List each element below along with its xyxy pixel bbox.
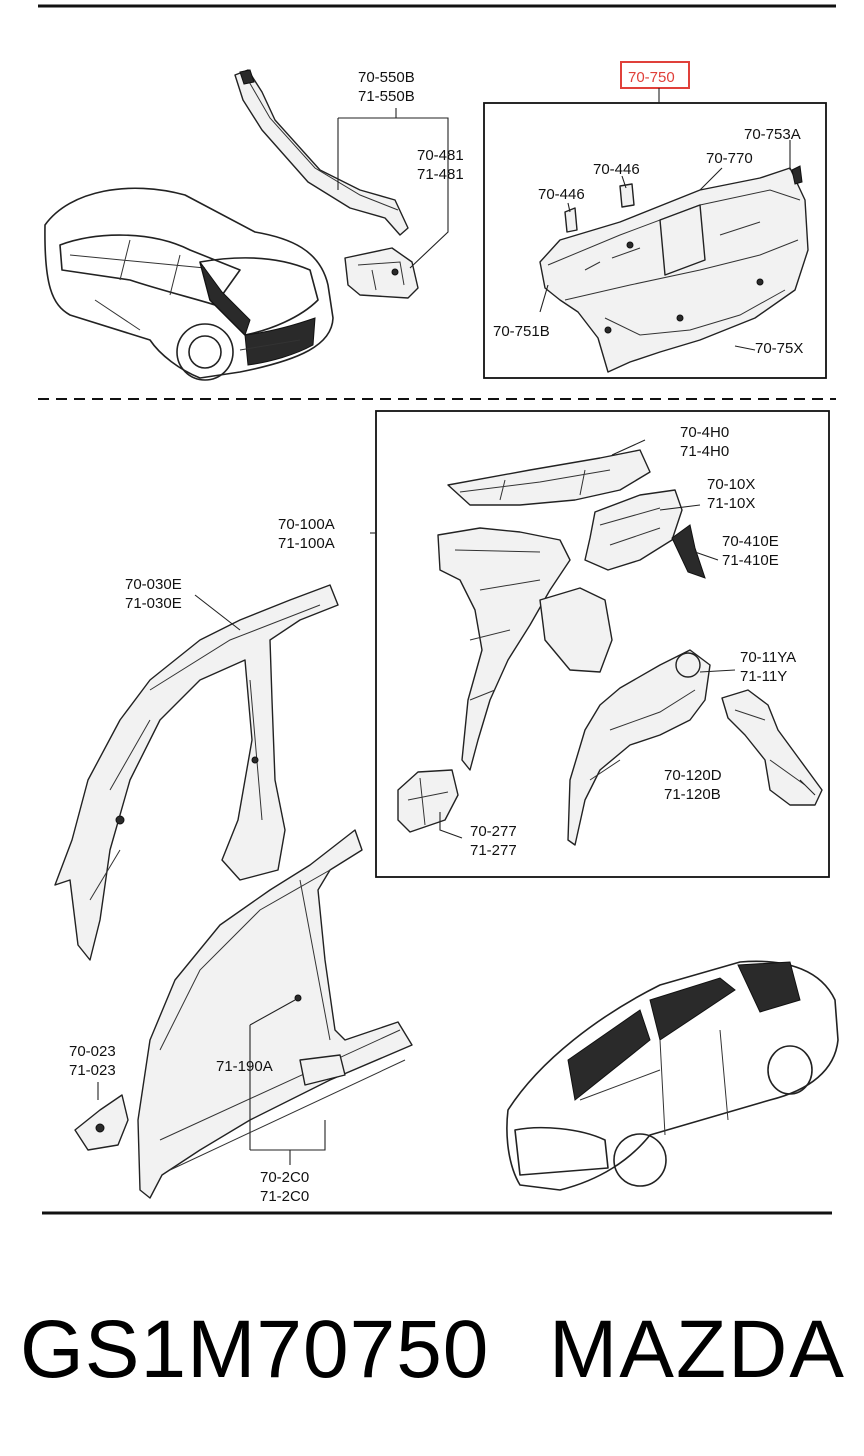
label-71-030e: 71-030E xyxy=(125,595,182,612)
label-70-100a: 70-100A xyxy=(278,516,335,533)
footer: GS1M70750 MAZDA xyxy=(0,1290,864,1410)
label-70-277: 70-277 xyxy=(470,823,517,840)
part-70-481-illustration xyxy=(344,247,419,299)
label-71-410e: 71-410E xyxy=(722,552,779,569)
label-70-753a: 70-753A xyxy=(744,126,801,143)
label-71-277: 71-277 xyxy=(470,842,517,859)
label-71-023: 71-023 xyxy=(69,1062,116,1079)
label-70-120d: 70-120D xyxy=(664,767,722,784)
label-70-11ya: 70-11YA xyxy=(740,649,796,666)
label-70-75x: 70-75X xyxy=(755,340,803,357)
label-70-10x: 70-10X xyxy=(707,476,755,493)
part-number-text: GS1M70750 xyxy=(20,1304,490,1395)
pillar-030e-illustration xyxy=(54,584,339,961)
label-70-446-lower: 70-446 xyxy=(538,186,585,203)
label-70-446-upper: 70-446 xyxy=(593,161,640,178)
label-71-11y: 71-11Y xyxy=(740,668,787,685)
label-71-481: 71-481 xyxy=(417,166,464,183)
label-70-770: 70-770 xyxy=(706,150,753,167)
label-70-481: 70-481 xyxy=(417,147,464,164)
rear-fender-parts-illustration xyxy=(397,449,823,846)
label-71-2c0: 71-2C0 xyxy=(260,1188,309,1205)
box-rear-panel xyxy=(483,102,827,379)
label-70-023: 70-023 xyxy=(69,1043,116,1060)
label-70-751b: 70-751B xyxy=(493,323,550,340)
label-71-10x: 71-10X xyxy=(707,495,755,512)
label-71-190a: 71-190A xyxy=(216,1058,273,1075)
box-rear-fender xyxy=(375,410,830,878)
rear-panel-illustration xyxy=(539,165,809,373)
side-frame-illustration xyxy=(137,829,413,1199)
label-71-4h0: 71-4H0 xyxy=(680,443,729,460)
highlight-box-70-750 xyxy=(620,61,690,89)
part-70-550b-illustration xyxy=(234,69,409,236)
label-70-030e: 70-030E xyxy=(125,576,182,593)
label-70-410e: 70-410E xyxy=(722,533,779,550)
label-70-550b: 70-550B xyxy=(358,69,415,86)
car-rear-illustration xyxy=(44,187,334,381)
part-70-023-illustration xyxy=(74,1094,129,1151)
label-71-100a: 71-100A xyxy=(278,535,335,552)
label-70-2c0: 70-2C0 xyxy=(260,1169,309,1186)
brand-text: MAZDA xyxy=(549,1304,846,1395)
label-70-4h0: 70-4H0 xyxy=(680,424,729,441)
label-71-120b: 71-120B xyxy=(664,786,721,803)
label-70-750: 70-750 xyxy=(628,69,675,86)
car-front-illustration xyxy=(506,960,839,1191)
label-71-550b: 71-550B xyxy=(358,88,415,105)
